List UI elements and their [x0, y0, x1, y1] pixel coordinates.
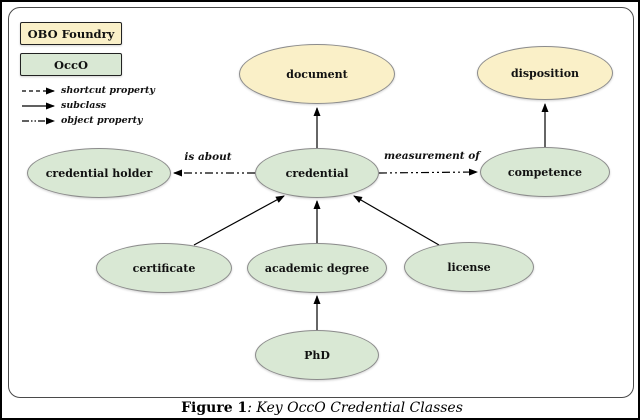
node-phd: PhD: [255, 330, 379, 380]
node-license: license: [404, 242, 534, 292]
figure-caption: Figure 1: Key OccO Credential Classes: [2, 400, 638, 418]
node-credential-holder: credential holder: [27, 148, 171, 198]
legend-label-shortcut-property: shortcut property: [61, 85, 155, 96]
edge-license-credential: [353, 195, 440, 246]
node-credential: credential: [255, 148, 379, 198]
caption-figure-number: Figure 1: [181, 400, 248, 416]
caption-figure-title: : Key OccO Credential Classes: [247, 400, 463, 416]
legend-label-subclass: subclass: [61, 100, 107, 111]
legend-occo: OccO: [20, 53, 122, 76]
node-certificate: certificate: [96, 243, 232, 293]
edge-label-is-about: is about: [184, 151, 232, 163]
node-document: document: [239, 44, 395, 104]
node-competence: competence: [480, 147, 610, 197]
node-disposition: disposition: [477, 46, 613, 100]
legend-obo-foundry: OBO Foundry: [20, 22, 122, 45]
edge-certificate-credential: [193, 195, 285, 246]
node-academic-degree: academic degree: [247, 243, 387, 293]
edge-label-measurement-of: measurement of: [384, 150, 480, 162]
legend-label-object-property: object property: [61, 115, 143, 126]
edge-credential-competence: [378, 168, 478, 176]
